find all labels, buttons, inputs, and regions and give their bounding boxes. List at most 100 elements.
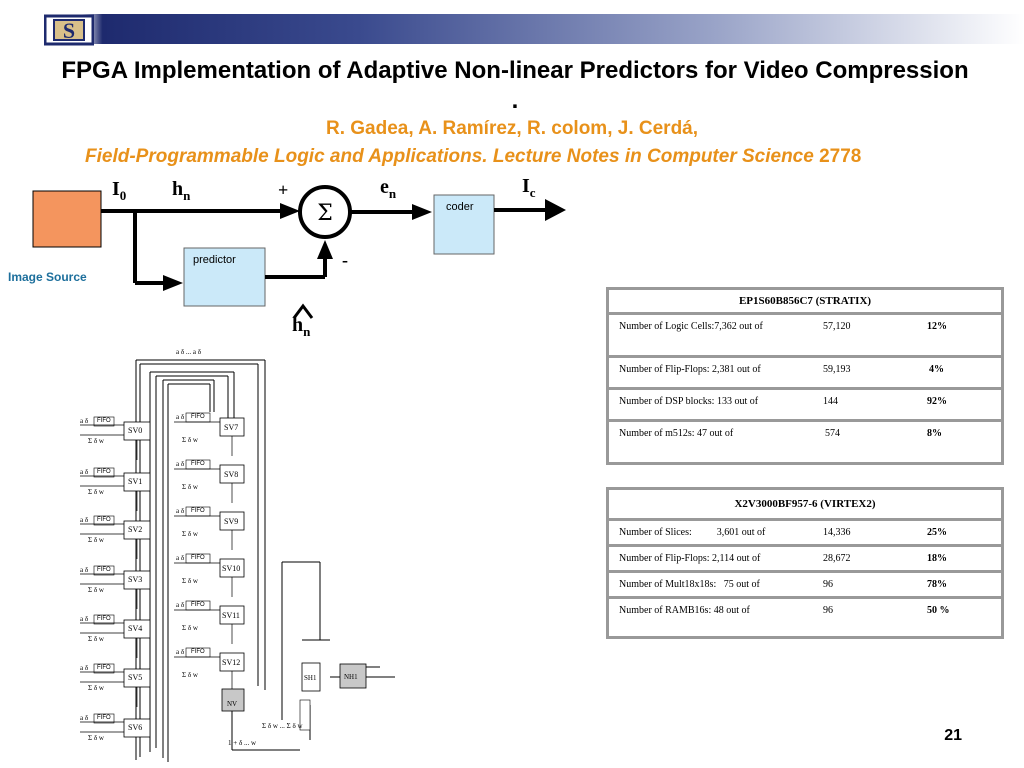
- table-row: Number of Flip-Flops: 2,114 out of 28,67…: [609, 547, 1001, 573]
- table-row: Number of DSP blocks: 133 out of 144 92%: [609, 390, 1001, 422]
- ic-main: I: [522, 175, 530, 197]
- fifo-label-l6: FIFO: [97, 715, 111, 721]
- sh1-label: SH1: [304, 674, 317, 682]
- hn-sub: n: [183, 188, 191, 203]
- resource-percent: 4%: [929, 364, 944, 375]
- image-source-block: [32, 190, 102, 248]
- svg-text:a δ: a δ: [80, 615, 89, 623]
- en-main: e: [380, 176, 389, 198]
- resource-percent: 92%: [927, 396, 947, 407]
- page-title: FPGA Implementation of Adaptive Non-line…: [61, 57, 969, 114]
- en-label: en: [380, 176, 396, 202]
- minus-sign: -: [342, 250, 348, 270]
- resource-label: Number of RAMB16s: 48 out of: [619, 605, 750, 616]
- left-stage-column: a δ Σ δ w a δ Σ δ w a δ Σ δ w: [80, 416, 151, 742]
- resource-percent: 8%: [927, 428, 942, 439]
- resource-label: Number of Slices: 3,601 out of: [619, 527, 766, 538]
- fifo-label-l1: FIFO: [97, 469, 111, 475]
- arrow-predictor-to-sum: [317, 240, 333, 259]
- fifo-vertical-block: [299, 699, 311, 731]
- input-i0-label: I0: [112, 178, 126, 204]
- resource-label: Number of DSP blocks: 133 out of: [619, 396, 759, 407]
- svg-text:1 + δ ... w: 1 + δ ... w: [228, 739, 257, 747]
- resource-total: 96: [823, 579, 833, 590]
- nv-block: [221, 688, 245, 712]
- fifo-label-l2: FIFO: [97, 517, 111, 523]
- ic-label: Ic: [522, 175, 536, 201]
- fifo-label-l4: FIFO: [97, 616, 111, 622]
- resource-label: Number of Flip-Flops: 2,114 out of: [619, 553, 761, 564]
- resource-label: Number of Logic Cells:7,362 out of: [619, 321, 763, 332]
- svg-text:Σ δ w: Σ δ w: [88, 488, 105, 496]
- sv-label-9: SV9: [224, 517, 239, 526]
- table-row: Number of Slices: 3,601 out of 14,336 25…: [609, 521, 1001, 547]
- source-number: 2778: [819, 146, 862, 167]
- stratix-table-title: EP1S60B856C7 (STRATIX): [609, 290, 1001, 315]
- predictor-label: predictor: [193, 254, 236, 266]
- sv-label-12: SV12: [222, 658, 241, 667]
- svg-text:Σ δ w: Σ δ w: [182, 530, 199, 538]
- sv-label-3: SV3: [128, 575, 143, 584]
- nv-label: NV: [227, 700, 238, 708]
- resource-label: Number of Flip-Flops: 2,381 out of: [619, 364, 761, 375]
- table-row: Number of Mult18x18s: 75 out of 96 78%: [609, 573, 1001, 599]
- fifo-label-r1: FIFO: [191, 461, 205, 467]
- stratix-resource-table: EP1S60B856C7 (STRATIX) Number of Logic C…: [606, 287, 1004, 465]
- plus-sign: +: [278, 180, 289, 200]
- svg-text:Σ δ w: Σ δ w: [182, 671, 199, 679]
- svg-text:a δ: a δ: [80, 714, 89, 722]
- svg-text:a δ: a δ: [176, 554, 185, 562]
- predictor-block: [183, 247, 266, 307]
- arrow-output: [545, 199, 566, 221]
- resource-total: 144: [823, 396, 838, 407]
- en-sub: n: [388, 186, 397, 201]
- i0-main: I: [112, 178, 120, 200]
- table-row: Number of Flip-Flops: 2,381 out of 59,19…: [609, 358, 1001, 390]
- sv-label-7: SV7: [224, 423, 239, 432]
- svg-text:a δ: a δ: [80, 417, 89, 425]
- hhat-sub: n: [303, 324, 311, 339]
- svg-text:a δ: a δ: [176, 648, 185, 656]
- fifo-label-r5: FIFO: [191, 649, 205, 655]
- source-reference: Field-Programmable Logic and Application…: [85, 146, 861, 168]
- sv-label-6: SV6: [128, 723, 143, 732]
- resource-percent: 12%: [927, 321, 947, 332]
- resource-total: 574: [825, 428, 840, 439]
- page-number: 21: [944, 727, 962, 744]
- hat-symbol: [292, 303, 314, 319]
- fifo-label-l3: FIFO: [97, 567, 111, 573]
- resource-percent: 25%: [927, 527, 947, 538]
- svg-text:a δ: a δ: [176, 460, 185, 468]
- fifo-label-l5: FIFO: [97, 665, 111, 671]
- table-row: Number of Logic Cells:7,362 out of 57,12…: [609, 315, 1001, 358]
- fifo-label-r4: FIFO: [191, 602, 205, 608]
- resource-total: 59,193: [823, 364, 851, 375]
- sv-label-5: SV5: [128, 673, 143, 682]
- svg-text:Σ δ w: Σ δ w: [182, 436, 199, 444]
- hn-hat-label: hn: [292, 314, 310, 340]
- hn-main: h: [172, 178, 184, 200]
- coder-label: coder: [446, 201, 474, 213]
- sv-label-0: SV0: [128, 426, 143, 435]
- resource-total: 14,336: [823, 527, 851, 538]
- nh1-label: NH1: [344, 673, 358, 681]
- svg-text:Σ δ w: Σ δ w: [88, 437, 105, 445]
- sh1-block: [301, 662, 321, 692]
- sv-label-10: SV10: [222, 564, 241, 573]
- sv-label-4: SV4: [128, 624, 143, 633]
- svg-text:a δ: a δ: [80, 566, 89, 574]
- university-logo: S: [44, 14, 94, 46]
- hn-label: hn: [172, 178, 190, 204]
- svg-text:Σ δ w ... Σ δ w: Σ δ w ... Σ δ w: [262, 722, 304, 730]
- svg-text:a δ: a δ: [80, 664, 89, 672]
- resource-percent: 78%: [927, 579, 947, 590]
- arrow-into-sum: [280, 203, 300, 219]
- svg-text:a δ: a δ: [80, 468, 89, 476]
- fifo-label-r0: FIFO: [191, 414, 205, 420]
- resource-total: 28,672: [823, 553, 851, 564]
- resource-percent: 50 %: [927, 605, 950, 616]
- virtex2-table-title: X2V3000BF957-6 (VIRTEX2): [609, 490, 1001, 521]
- coder-block: [433, 194, 495, 255]
- resource-label: Number of m512s: 47 out of: [619, 428, 734, 439]
